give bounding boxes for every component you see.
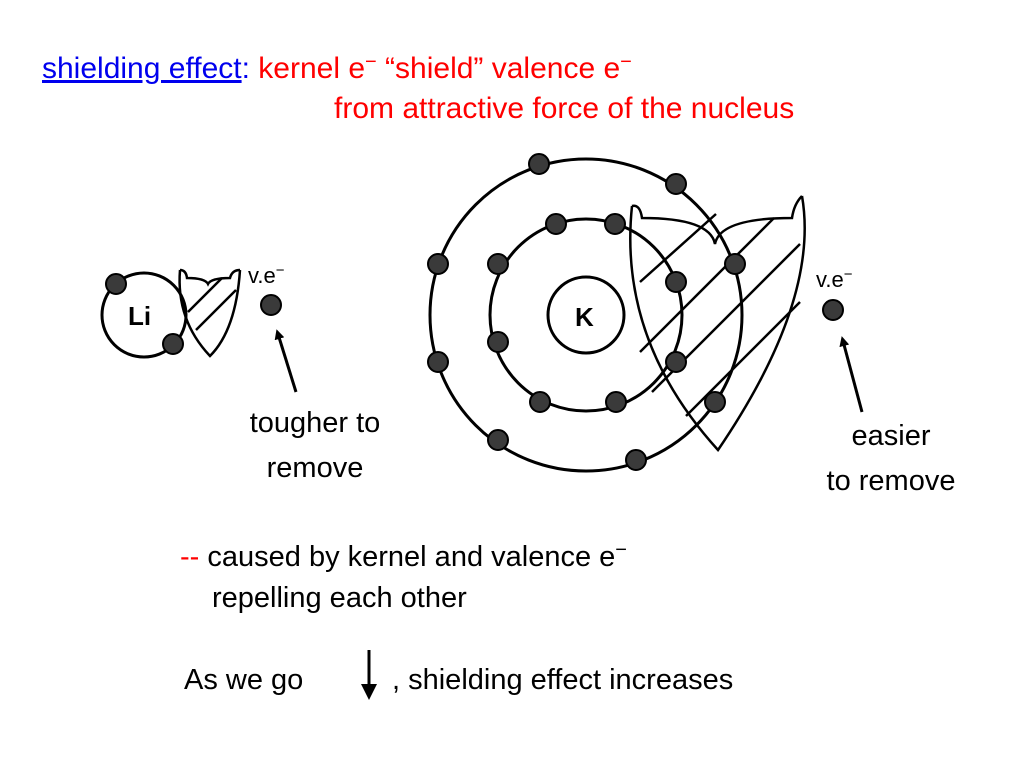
title-colon: : — [241, 52, 250, 85]
potassium-shell-1 — [546, 275, 626, 355]
potassium-electron — [724, 253, 746, 275]
lithium-atom — [100, 268, 298, 393]
cause-dash: -- — [180, 541, 200, 573]
lithium-caption: tougher to remove — [222, 405, 408, 486]
cause-line1: -- caused by kernel and valence e− — [180, 539, 627, 573]
cause-line2: repelling each other — [212, 582, 467, 614]
potassium-electron — [665, 271, 687, 293]
lithium-shield — [178, 268, 242, 358]
lithium-ve-label: v.e− — [248, 262, 285, 288]
lithium-caption-line2: remove — [266, 452, 364, 484]
lithium-electron — [105, 273, 127, 295]
potassium-shell-2 — [488, 217, 684, 413]
title-line2: from attractive force of the nucleus — [334, 92, 795, 125]
potassium-electron — [529, 391, 551, 413]
potassium-electron — [545, 213, 567, 235]
potassium-electron — [604, 213, 626, 235]
potassium-atom — [427, 153, 864, 473]
shielding-effect-term[interactable]: shielding effect — [42, 52, 242, 85]
potassium-electron — [665, 173, 687, 195]
potassium-valence-electron — [822, 299, 844, 321]
potassium-arrow — [839, 336, 864, 413]
title-line1: kernel e− “shield” valence e− — [258, 51, 632, 85]
trend-statement: As we go — [184, 662, 303, 698]
potassium-caption-line2: to remove — [826, 465, 956, 497]
potassium-electron — [487, 429, 509, 451]
lithium-symbol: Li — [128, 301, 152, 331]
potassium-shell-3 — [428, 157, 744, 473]
potassium-caption: easier to remove — [796, 418, 986, 499]
potassium-electron — [665, 351, 687, 373]
potassium-ve-label: v.e− — [816, 266, 853, 292]
potassium-symbol: K — [575, 302, 594, 332]
potassium-electron — [487, 253, 509, 275]
potassium-electron — [427, 351, 449, 373]
trend-after: , shielding effect increases — [392, 664, 734, 696]
potassium-electron — [704, 391, 726, 413]
potassium-electron — [528, 153, 550, 175]
page-title: shielding effect: kernel e− “shield” val… — [42, 44, 632, 87]
trend-before: As we go — [184, 664, 304, 696]
potassium-electron — [427, 253, 449, 275]
lithium-arrow — [274, 329, 298, 393]
lithium-valence-electron — [260, 294, 282, 316]
potassium-electron — [605, 391, 627, 413]
lithium-caption-line1: tougher to — [249, 407, 381, 439]
potassium-electron — [487, 331, 509, 353]
potassium-electron — [625, 449, 647, 471]
potassium-caption-line1: easier — [851, 420, 931, 452]
lithium-electron — [162, 333, 184, 355]
